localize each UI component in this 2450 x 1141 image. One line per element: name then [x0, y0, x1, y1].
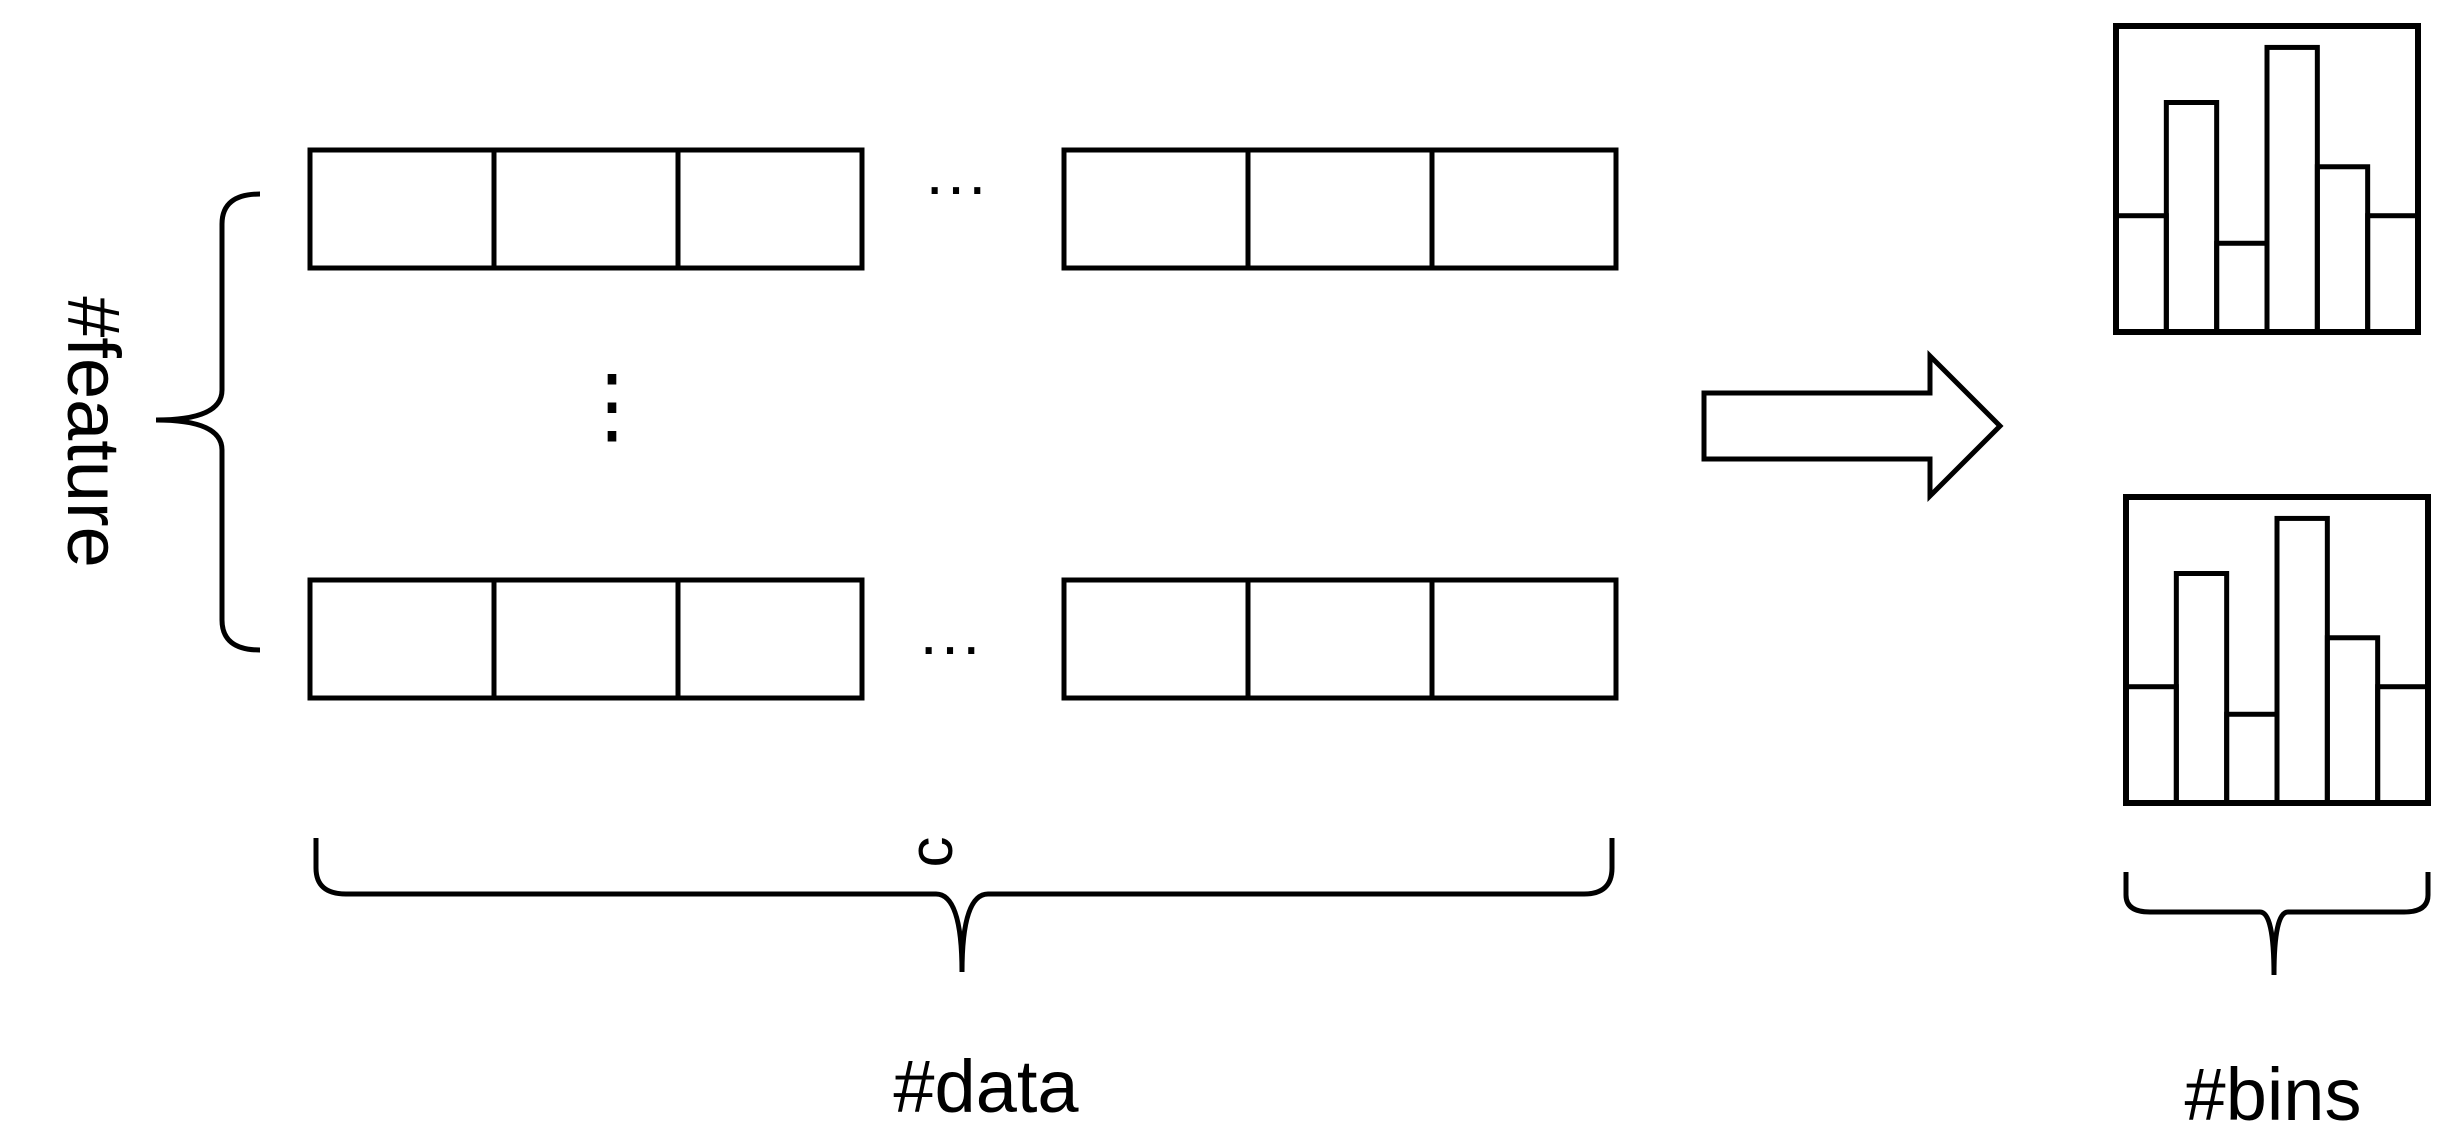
data-cell [307, 577, 497, 701]
data-block-right [1061, 577, 1619, 701]
data-cell [1061, 147, 1251, 271]
histogram-bin [2214, 240, 2270, 335]
histogram-bin [2324, 635, 2381, 806]
data-cell [1429, 147, 1619, 271]
data-cell [491, 147, 681, 271]
data-cell [1061, 577, 1251, 701]
bins-brace [2123, 872, 2431, 976]
feature-axis-label: #feature [52, 296, 135, 568]
data-cell [1245, 577, 1435, 701]
data-cell [675, 577, 865, 701]
data-brace [313, 838, 1615, 973]
histogram-bin [2224, 711, 2280, 806]
histogram-bin [2314, 164, 2371, 335]
horizontal-ellipsis: ··· [918, 610, 982, 682]
histogram-top [2113, 23, 2421, 335]
right-arrow-icon [1701, 349, 2004, 503]
data-cell [1429, 577, 1619, 701]
feature-row-bottom: ··· [307, 577, 1619, 701]
horizontal-ellipsis: ··· [924, 150, 988, 222]
histogram-bin [2123, 684, 2179, 806]
data-axis-label: #data [893, 1045, 1079, 1128]
data-cell [675, 147, 865, 271]
data-block-left [307, 147, 865, 271]
feature-brace [155, 191, 261, 653]
data-cell [1245, 147, 1435, 271]
histogram-bin [2173, 571, 2230, 806]
histogram-bin [2113, 213, 2169, 335]
histogram-bottom [2123, 494, 2431, 806]
histogram-bins [2123, 515, 2431, 806]
bins-axis-label: #bins [2185, 1053, 2362, 1136]
histogram-bin [2163, 100, 2220, 335]
histogram-bins [2113, 44, 2421, 335]
histogram-bin [2264, 44, 2320, 335]
histogram-bin [2375, 684, 2431, 806]
data-cell [491, 577, 681, 701]
data-block-right [1061, 147, 1619, 271]
vertical-ellipsis: ⋮ [570, 358, 654, 452]
data-block-left [307, 577, 865, 701]
histogram-bin [2365, 213, 2421, 335]
data-cell [307, 147, 497, 271]
rotated-c-glyph: c [897, 837, 966, 868]
histogram-bin [2274, 515, 2330, 806]
feature-row-top: ··· [307, 147, 1619, 271]
